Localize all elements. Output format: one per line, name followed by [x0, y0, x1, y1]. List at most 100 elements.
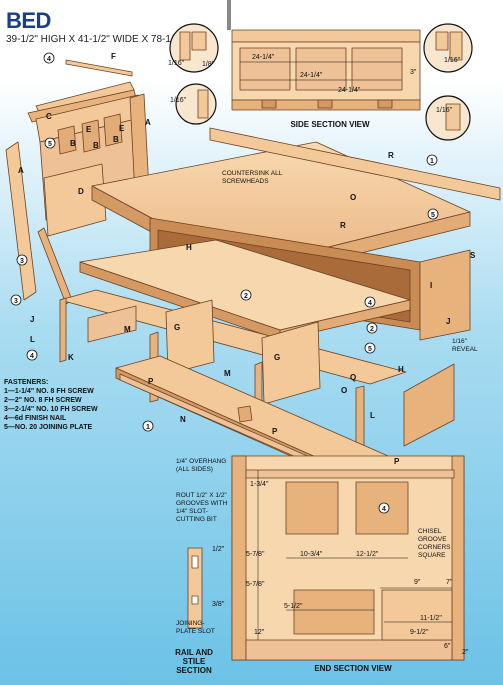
diagram-title: BED	[6, 8, 51, 33]
dimension-label: 6"	[444, 643, 451, 650]
part-f-rail	[65, 59, 133, 77]
svg-text:K: K	[68, 353, 74, 362]
svg-text:O: O	[350, 193, 356, 202]
svg-text:2: 2	[370, 326, 374, 333]
svg-text:1: 1	[146, 424, 150, 431]
svg-text:D: D	[78, 187, 84, 196]
fastener-item: 4—6d FINISH NAIL	[4, 415, 67, 422]
svg-text:G: G	[274, 353, 280, 362]
svg-text:A: A	[18, 166, 24, 175]
svg-text:A: A	[145, 118, 151, 127]
svg-text:4: 4	[30, 353, 34, 360]
rout-note: ROUT 1/2" X 1/2" GROOVES WITH 1/4" SLOT-…	[176, 492, 228, 523]
part-r-rail	[209, 127, 501, 201]
svg-text:L: L	[370, 411, 375, 420]
svg-text:3: 3	[14, 298, 18, 305]
svg-text:H: H	[186, 243, 192, 252]
drawer-frame	[59, 289, 407, 459]
dimension-label: 2"	[462, 649, 469, 656]
svg-text:5: 5	[368, 346, 372, 353]
dimension-label: 7"	[446, 579, 453, 586]
svg-text:B: B	[70, 139, 76, 148]
joining-plate-note: JOINING-PLATE SLOT	[176, 620, 215, 635]
svg-text:P: P	[394, 457, 400, 466]
detail-circle-top-right	[423, 23, 473, 73]
svg-text:E: E	[119, 124, 125, 133]
detail-circle-top-left	[169, 23, 219, 73]
svg-text:C: C	[46, 112, 52, 121]
svg-text:B: B	[113, 135, 119, 144]
fastener-item: 1—1-1/4" NO. 8 FH SCREW	[4, 388, 94, 395]
detail-circle-mid-left	[175, 83, 217, 125]
svg-text:E: E	[86, 125, 92, 134]
svg-text:N: N	[180, 415, 186, 424]
dimension-label: 9-1/2"	[410, 629, 429, 636]
side-section-view	[227, 0, 421, 111]
rail-stile-section	[187, 547, 203, 629]
side-section-caption: SIDE SECTION VIEW	[290, 120, 370, 129]
svg-text:R: R	[388, 151, 394, 160]
svg-text:L: L	[30, 335, 35, 344]
svg-text:Q: Q	[350, 373, 356, 382]
svg-text:P: P	[148, 377, 154, 386]
svg-text:5: 5	[431, 212, 435, 219]
overhang-note: 1/4" OVERHANG (ALL SIDES)	[176, 458, 227, 473]
svg-text:J: J	[30, 315, 34, 324]
fastener-item: 3—2-1/4" NO. 10 FH SCREW	[4, 406, 98, 413]
svg-text:4: 4	[47, 56, 51, 63]
detail-circle-bottom-right	[425, 95, 471, 141]
dimension-label: 5-1/2"	[284, 603, 303, 610]
dimension-label: 5-7/8"	[246, 551, 265, 558]
dimension-label: 12"	[254, 629, 265, 636]
dimension-label: 24-1/4"	[338, 87, 361, 94]
svg-text:4: 4	[382, 506, 386, 513]
svg-text:3: 3	[20, 258, 24, 265]
dimension-label: 9"	[414, 579, 421, 586]
base-block	[237, 405, 253, 423]
rail-stile-caption: RAIL AND STILE SECTION	[175, 648, 213, 675]
dimension-label: 1/16"	[170, 97, 187, 104]
end-section-caption: END SECTION VIEW	[314, 664, 392, 673]
svg-text:H: H	[398, 365, 404, 374]
svg-text:I: I	[430, 281, 432, 290]
countersink-note: COUNTERSINK ALL SCREWHEADS	[222, 170, 283, 185]
fastener-item: 5—NO. 20 JOINING PLATE	[4, 424, 93, 431]
svg-text:M: M	[224, 369, 231, 378]
fasteners-list: FASTENERS: 1—1-1/4" NO. 8 FH SCREW 2—2" …	[4, 378, 98, 432]
svg-text:M: M	[124, 325, 131, 334]
svg-text:1: 1	[430, 158, 434, 165]
dimension-label: 3"	[410, 69, 417, 76]
dimension-label: 10-3/4"	[300, 551, 323, 558]
svg-text:4: 4	[368, 300, 372, 307]
fasteners-title: FASTENERS:	[4, 379, 49, 386]
svg-text:P: P	[272, 427, 278, 436]
dimension-label: 1/16"	[436, 107, 453, 114]
dimension-label: 11-1/2"	[420, 615, 442, 622]
dimension-label: 5-7/8"	[246, 581, 265, 588]
svg-text:R: R	[340, 221, 346, 230]
svg-text:F: F	[111, 52, 116, 61]
chisel-note: CHISEL GROOVE CORNERS SQUARE	[418, 528, 451, 559]
dimension-label: 1/8"	[202, 61, 215, 68]
dimension-label: 1/16"	[444, 57, 461, 64]
svg-text:2: 2	[244, 293, 248, 300]
diagram-subtitle: 39-1/2" HIGH X 41-1/2" WIDE X 78-1/4" LO…	[6, 34, 214, 45]
end-panel	[403, 363, 455, 447]
svg-text:B: B	[93, 141, 99, 150]
dimension-label: 1/2"	[212, 546, 225, 553]
dimension-label: 1/16"	[168, 60, 185, 67]
svg-text:5: 5	[48, 141, 52, 148]
fastener-item: 2—2" NO. 8 FH SCREW	[4, 397, 82, 404]
svg-text:O: O	[341, 386, 347, 395]
svg-text:G: G	[174, 323, 180, 332]
dimension-label: 24-1/4"	[300, 72, 323, 79]
svg-text:J: J	[446, 317, 450, 326]
dimension-label: 3/8"	[212, 601, 225, 608]
dimension-label: 1-3/4"	[250, 481, 269, 488]
dimension-label: 24-1/4"	[252, 54, 275, 61]
dimension-label: 12-1/2"	[356, 551, 379, 558]
reveal-note: 1/16" REVEAL	[452, 338, 478, 353]
svg-text:S: S	[470, 251, 476, 260]
